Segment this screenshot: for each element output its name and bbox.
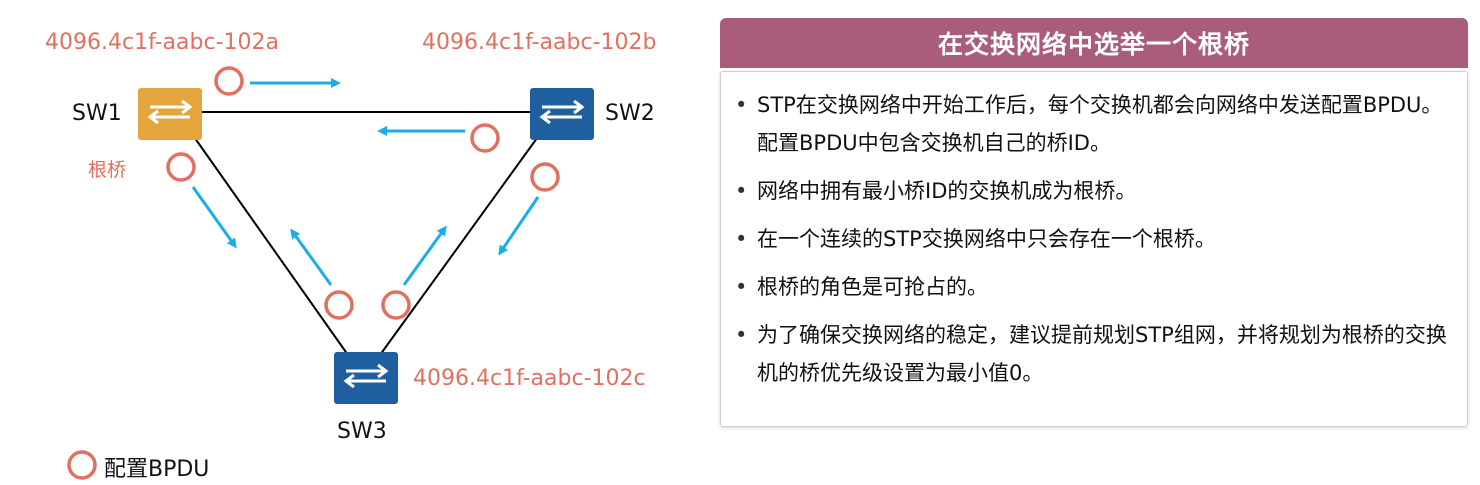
info-panel: 在交换网络中选举一个根桥 STP在交换网络中开始工作后，每个交换机都会向网络中发… bbox=[720, 18, 1468, 427]
sw2-bridge-id: 4096.4c1f-aabc-102b bbox=[422, 30, 657, 55]
switch-sw1-icon[interactable] bbox=[138, 88, 202, 140]
switch-sw3-icon[interactable] bbox=[334, 352, 398, 404]
arrow-icon bbox=[402, 225, 447, 286]
sw3-bridge-id: 4096.4c1f-aabc-102c bbox=[413, 366, 646, 391]
bullet-item: 为了确保交换网络的稳定，建议提前规划STP组网，并将规划为根桥的交换机的桥优先级… bbox=[731, 316, 1457, 392]
sw3-label: SW3 bbox=[337, 419, 387, 444]
bullet-item: 在一个连续的STP交换网络中只会存在一个根桥。 bbox=[731, 220, 1457, 258]
bpdu-icon bbox=[530, 162, 560, 192]
legend-label: 配置BPDU bbox=[104, 457, 210, 482]
bpdu-icon bbox=[470, 123, 500, 153]
bpdu-icon bbox=[324, 290, 354, 320]
legend-bpdu-icon bbox=[67, 450, 97, 480]
sw1-label: SW1 bbox=[72, 101, 122, 126]
bullet-list: STP在交换网络中开始工作后，每个交换机都会向网络中发送配置BPDU。配置BPD… bbox=[731, 86, 1457, 392]
bpdu-icon bbox=[381, 290, 411, 320]
panel-body: STP在交换网络中开始工作后，每个交换机都会向网络中发送配置BPDU。配置BPD… bbox=[720, 71, 1468, 427]
stp-topology-diagram bbox=[67, 66, 594, 480]
bpdu-icon bbox=[166, 152, 196, 182]
bullet-item: STP在交换网络中开始工作后，每个交换机都会向网络中发送配置BPDU。配置BPD… bbox=[731, 86, 1457, 162]
arrow-icon bbox=[498, 196, 540, 256]
link-sw2-sw3 bbox=[379, 133, 541, 356]
root-bridge-label: 根桥 bbox=[88, 159, 127, 181]
switch-sw2-icon[interactable] bbox=[530, 88, 594, 140]
bullet-item: 根桥的角色是可抢占的。 bbox=[731, 268, 1457, 306]
bullet-item: 网络中拥有最小桥ID的交换机成为根桥。 bbox=[731, 172, 1457, 210]
link-sw1-sw3 bbox=[191, 133, 349, 356]
sw2-label: SW2 bbox=[605, 101, 655, 126]
panel-title: 在交换网络中选举一个根桥 bbox=[720, 18, 1468, 68]
arrow-icon bbox=[191, 186, 237, 249]
bpdu-icon bbox=[214, 66, 244, 96]
arrow-icon bbox=[290, 228, 333, 286]
sw1-bridge-id: 4096.4c1f-aabc-102a bbox=[45, 30, 279, 55]
